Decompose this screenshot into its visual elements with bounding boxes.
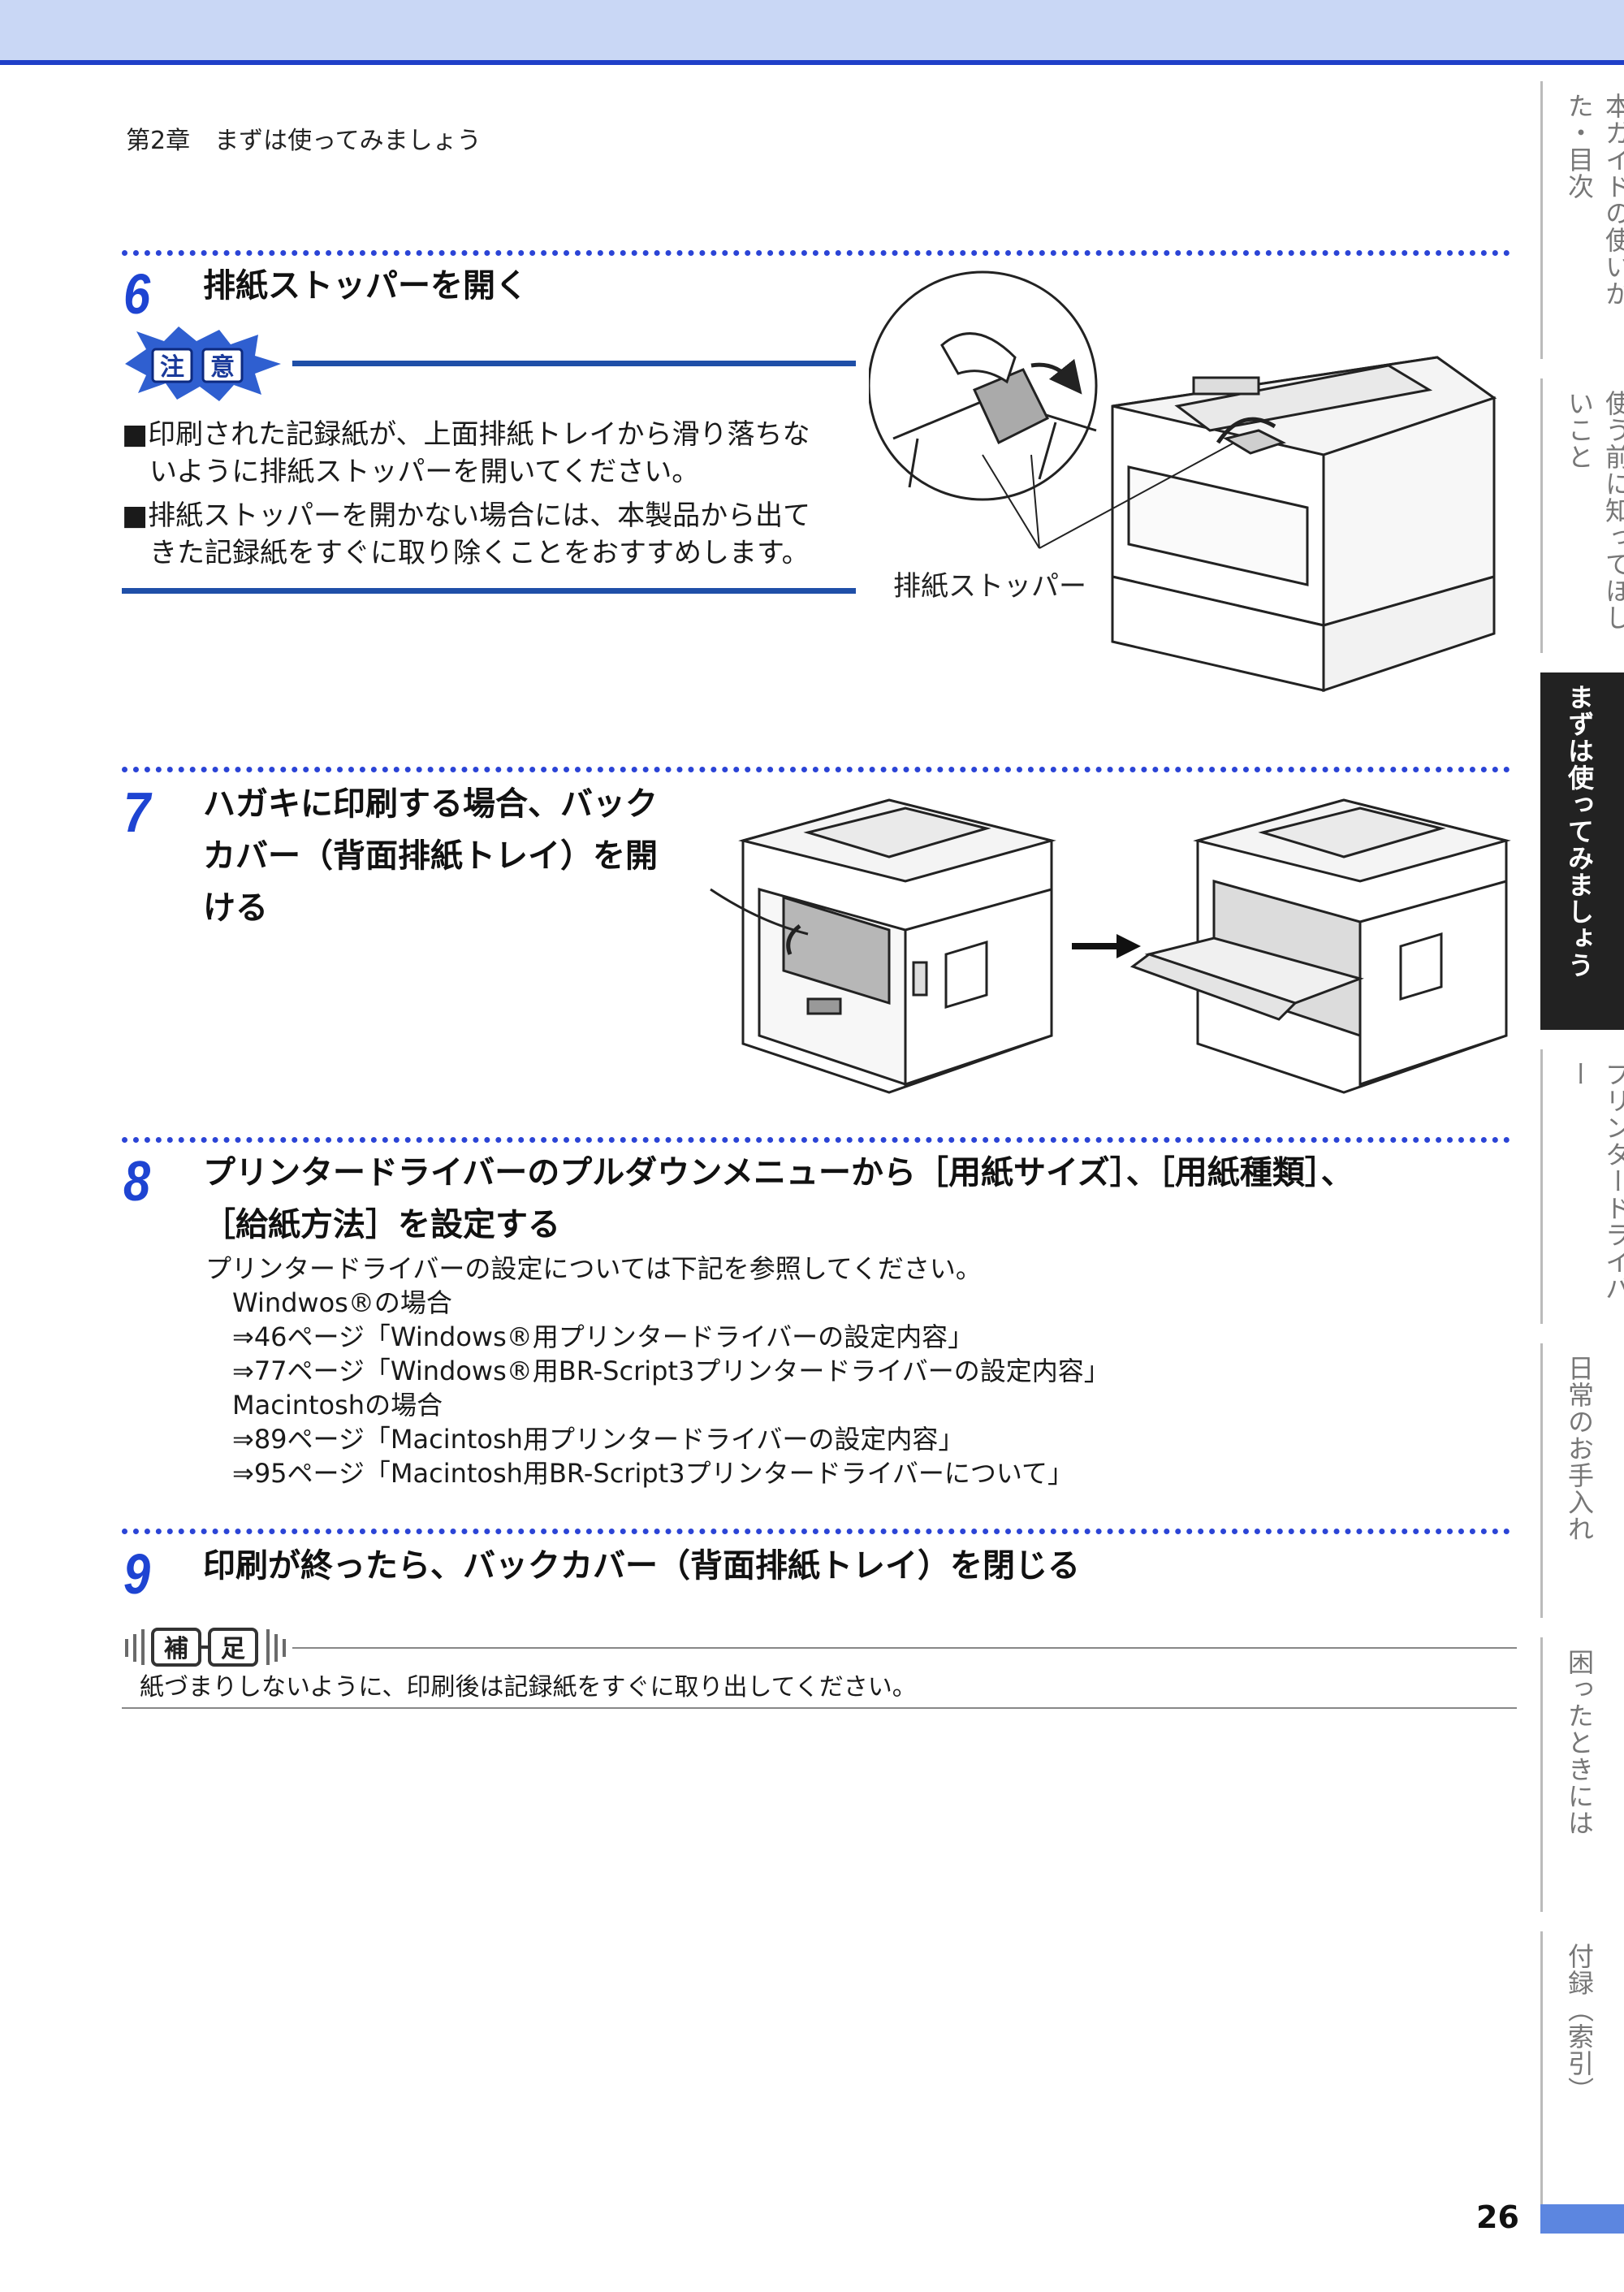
side-tab-maintenance[interactable]: 日常のお手入れ <box>1540 1343 1624 1618</box>
caution-line: いように排紙ストッパーを開いてください。 <box>122 456 700 488</box>
side-tab-appendix[interactable]: 付録（索引） <box>1540 1931 1624 2206</box>
side-tab-toc[interactable]: 本ガイドの使いかた・目次 <box>1540 81 1624 359</box>
side-tab-label: 本ガイドの使いかた・目次 <box>1564 93 1624 307</box>
hosoku-badge-char: 足 <box>221 1635 245 1663</box>
step-title: 排紙ストッパーを開く <box>203 267 528 305</box>
step8-ref-link[interactable]: ⇒89ページ「Macintosh用プリンタードライバーの設定内容」 <box>232 1424 965 1455</box>
breadcrumb: 第2章 まずは使ってみましょう <box>126 127 482 155</box>
side-tab-before-use[interactable]: 使う前に知ってほしいこと <box>1540 378 1624 653</box>
step8-ref-link[interactable]: ⇒95ページ「Macintosh用BR-Script3プリンタードライバーについ… <box>232 1458 1073 1489</box>
caution-badge-char: 意 <box>210 353 235 382</box>
hosoku-badge-char: 補 <box>163 1635 188 1663</box>
step-number: 9 <box>123 1542 151 1606</box>
hosoku-rule <box>292 1647 1517 1649</box>
step8-ref-heading: Macintoshの場合 <box>232 1390 443 1421</box>
hosoku-rule-bottom <box>122 1707 1517 1709</box>
caution-line: きた記録紙をすぐに取り除くことをおすすめします。 <box>122 537 810 569</box>
step8-ref-link[interactable]: ⇒46ページ「Windows®用プリンタードライバーの設定内容」 <box>232 1321 974 1352</box>
caution-bullet: ■印刷された記録紙が、上面排紙トレイから滑り落ちな いように排紙ストッパーを開い… <box>122 416 853 491</box>
caution-badge: 注 意 <box>125 327 281 401</box>
step-title: ハガキに印刷する場合、バック カバー（背面排紙トレイ）を開 ける <box>203 778 658 934</box>
printer-stopper-illustration <box>869 270 1497 693</box>
page-number-bar <box>1540 2204 1624 2234</box>
step-divider <box>122 1529 1510 1534</box>
side-tab-label: 使う前に知ってほしいこと <box>1564 390 1624 631</box>
hosoku-badge: 補 足 <box>125 1628 286 1667</box>
page-number: 26 <box>1476 2199 1519 2235</box>
step8-ref-link[interactable]: ⇒77ページ「Windows®用BR-Script3プリンタードライバーの設定内… <box>232 1356 1110 1386</box>
step-title-line: ［給紙方法］を設定する <box>203 1206 560 1243</box>
step-divider <box>122 1137 1510 1143</box>
caution-rule-bottom <box>122 588 856 594</box>
step-title: プリンタードライバーのプルダウンメニューから［用紙サイズ］、［用紙種類］、 ［給… <box>203 1147 1354 1251</box>
back-cover-illustration <box>710 798 1511 1094</box>
caution-badge-char: 注 <box>160 353 184 382</box>
side-tab-label: 付録（索引） <box>1564 1943 1595 2104</box>
side-tab-troubleshooting[interactable]: 困ったときには <box>1540 1637 1624 1912</box>
step-title-line: ハガキに印刷する場合、バック <box>203 785 658 823</box>
side-tab-label: プリンタードライバー <box>1564 1061 1624 1302</box>
hosoku-text: 紙づまりしないように、印刷後は記録紙をすぐに取り出してください。 <box>140 1673 917 1702</box>
step-title: 印刷が終ったら、バックカバー（背面排紙トレイ）を閉じる <box>203 1547 1080 1585</box>
caution-bullet: ■排紙ストッパーを開かない場合には、本製品から出て きた記録紙をすぐに取り除くこ… <box>122 497 853 572</box>
step-title-line: カバー（背面排紙トレイ）を開 <box>203 837 658 875</box>
step-number: 8 <box>123 1149 151 1213</box>
step-title-line: ける <box>203 889 268 927</box>
side-tab-label: 困ったときには <box>1564 1649 1595 1836</box>
step8-intro: プリンタードライバーの設定については下記を参照してください。 <box>205 1253 982 1284</box>
step-title-line: プリンタードライバーのプルダウンメニューから［用紙サイズ］、［用紙種類］、 <box>203 1154 1354 1191</box>
step-divider <box>122 250 1510 256</box>
step-number: 6 <box>123 262 151 326</box>
top-band <box>0 0 1624 65</box>
side-tab-printer-driver[interactable]: プリンタードライバー <box>1540 1049 1624 1324</box>
caution-rule <box>292 361 856 366</box>
step8-ref-heading: Windwos®の場合 <box>232 1287 452 1318</box>
caution-line: ■排紙ストッパーを開かない場合には、本製品から出て <box>122 499 811 532</box>
side-tab-getting-started[interactable]: まずは使ってみましょう <box>1540 672 1624 1030</box>
caution-line: ■印刷された記録紙が、上面排紙トレイから滑り落ちな <box>122 418 810 451</box>
stopper-callout: 排紙ストッパー <box>893 570 1086 603</box>
step-number: 7 <box>123 781 151 844</box>
step-divider <box>122 767 1510 772</box>
side-tab-label: まずは使ってみましょう <box>1564 684 1595 979</box>
side-tab-label: 日常のお手入れ <box>1564 1355 1595 1542</box>
